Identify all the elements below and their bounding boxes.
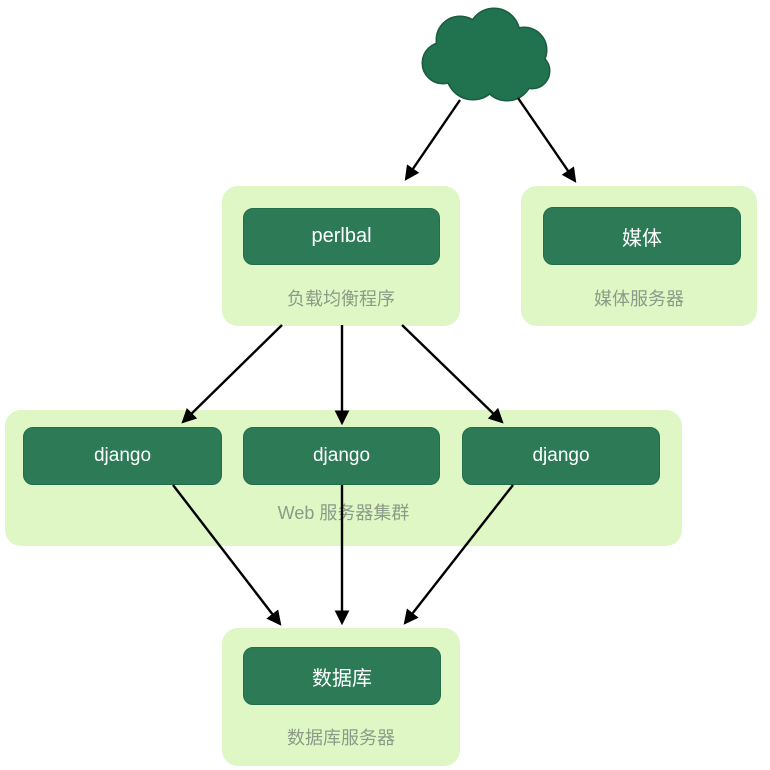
node-django-1-label: django xyxy=(93,445,152,466)
caption-media-server: 媒体服务器 xyxy=(594,289,684,309)
edge-perlbal-to-django-3 xyxy=(401,324,504,424)
caption-load-balancer: 负载均衡程序 xyxy=(287,289,395,309)
edge-cloud-to-perlbal xyxy=(404,99,461,181)
node-media-label: 媒体 xyxy=(622,227,662,250)
cloud-icon xyxy=(421,7,551,102)
node-perlbal-label: perlbal xyxy=(311,225,372,247)
node-django-1: django xyxy=(23,427,222,485)
node-django-2-label: django xyxy=(312,445,371,466)
node-database: 数据库 xyxy=(243,647,441,705)
edge-cloud-to-media xyxy=(517,97,577,183)
caption-database-server: 数据库服务器 xyxy=(287,728,395,748)
caption-web-cluster: Web 服务器集群 xyxy=(277,503,410,523)
node-django-3: django xyxy=(462,427,660,485)
node-database-label: 数据库 xyxy=(312,667,372,690)
node-media: 媒体 xyxy=(543,207,741,265)
node-django-3-label: django xyxy=(532,445,590,466)
node-django-2: django xyxy=(243,427,440,485)
edge-perlbal-to-django-1 xyxy=(181,324,283,424)
node-perlbal: perlbal xyxy=(243,208,440,265)
